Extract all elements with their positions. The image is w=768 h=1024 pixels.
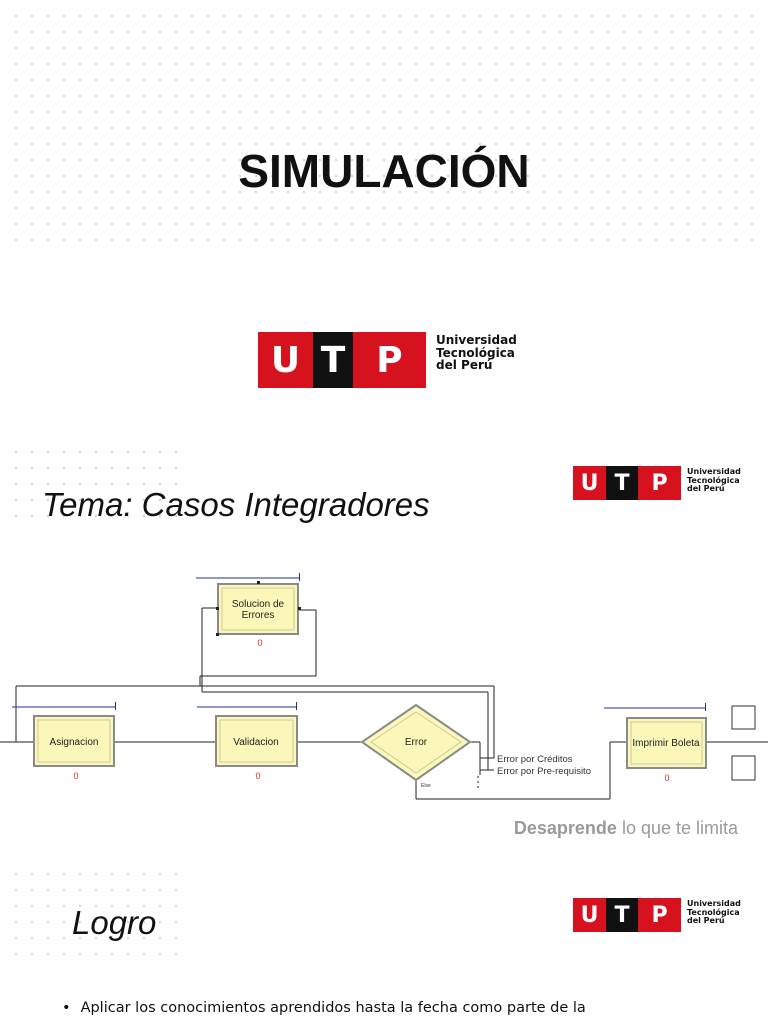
logo-letter-p: P <box>638 898 681 932</box>
logo-letter-u: U <box>573 898 606 932</box>
slide-title: SIMULACIÓN <box>238 145 530 197</box>
logo-name-line: del Perú <box>687 916 725 926</box>
logo-university-name: Universidad Tecnológica del Perú <box>687 467 741 494</box>
objective-heading: Logro <box>72 904 157 941</box>
logo-name-line: Universidad <box>687 899 741 909</box>
counter-solucion: 0 <box>257 638 262 648</box>
empty-square <box>731 705 756 730</box>
empty-square <box>731 755 756 781</box>
bullet-text: Aplicar los conocimientos aprendidos has… <box>80 1000 586 1016</box>
module-validacion[interactable]: Validacion <box>215 715 298 767</box>
logo-name-line: Universidad <box>687 467 741 477</box>
dot-pattern <box>8 8 760 248</box>
tagline: Desaprende lo que te limita <box>514 818 738 839</box>
logo-university-name: Universidad Tecnológica del Perú <box>436 334 517 372</box>
logo-name-line: Tecnológica <box>687 907 740 917</box>
logo-name-line: del Perú <box>436 358 493 373</box>
objective-bullet: • Aplicar los conocimientos aprendidos h… <box>62 1000 662 1016</box>
module-label: Asignacion <box>50 737 99 748</box>
module-label: Solucion de <box>232 599 285 610</box>
logo-letter-t: T <box>606 466 638 500</box>
module-label: Errores <box>242 610 275 621</box>
topic-slide: Tema: Casos Integradores U T P Universid… <box>0 440 768 860</box>
branch-else-label: Else <box>421 783 431 789</box>
counter-asignacion: 0 <box>73 771 78 781</box>
process-flow-diagram: Solucion de Errores 0 Asignacion 0 Valid… <box>0 573 768 800</box>
topic-heading: Tema: Casos Integradores <box>42 486 430 523</box>
branch-creditos-label: Error por Créditos <box>497 754 573 765</box>
module-imprimir-boleta[interactable]: Imprimir Boleta <box>626 717 707 769</box>
utp-logo-small: U T P Universidad Tecnológica del Perú <box>573 898 741 932</box>
logo-letter-p: P <box>638 466 681 500</box>
queue-ticks <box>115 573 706 711</box>
module-label: Imprimir Boleta <box>632 738 700 749</box>
logo-letter-u: U <box>258 332 313 388</box>
decision-label: Error <box>405 737 428 748</box>
utp-logo-large: U T P Universidad Tecnológica del Perú <box>258 332 517 388</box>
logo-name-line: Universidad <box>436 333 517 348</box>
bullet-dot-icon: • <box>62 1000 71 1016</box>
logo-name-line: del Perú <box>687 484 725 494</box>
title-slide: SIMULACIÓN U T P Universidad Tecnológica… <box>0 0 768 435</box>
queue-lines <box>12 577 706 709</box>
counter-imprimir: 0 <box>664 773 669 783</box>
dot-pattern <box>8 866 178 956</box>
module-solucion-errores[interactable]: Solucion de Errores <box>217 583 299 635</box>
tagline-rest: lo que te limita <box>616 818 738 838</box>
module-asignacion[interactable]: Asignacion <box>33 715 115 767</box>
connector-lines <box>0 607 768 800</box>
logo-name-line: Tecnológica <box>436 345 515 360</box>
objective-slide: Logro U T P Universidad Tecnológica del … <box>0 862 768 1024</box>
logo-letter-t: T <box>606 898 638 932</box>
logo-letter-u: U <box>573 466 606 500</box>
logo-letter-p: P <box>353 332 426 388</box>
decision-error[interactable]: Error <box>360 703 472 782</box>
logo-letter-t: T <box>313 332 353 388</box>
utp-logo-small: U T P Universidad Tecnológica del Perú <box>573 466 741 500</box>
branch-prerequisito-label: Error por Pre-requisito <box>497 766 591 777</box>
module-handles <box>216 581 301 636</box>
logo-university-name: Universidad Tecnológica del Perú <box>687 899 741 926</box>
dot-pattern <box>8 444 178 524</box>
tagline-bold: Desaprende <box>513 818 617 838</box>
counter-validacion: 0 <box>255 771 260 781</box>
logo-name-line: Tecnológica <box>687 475 740 485</box>
module-label: Validacion <box>233 737 278 748</box>
